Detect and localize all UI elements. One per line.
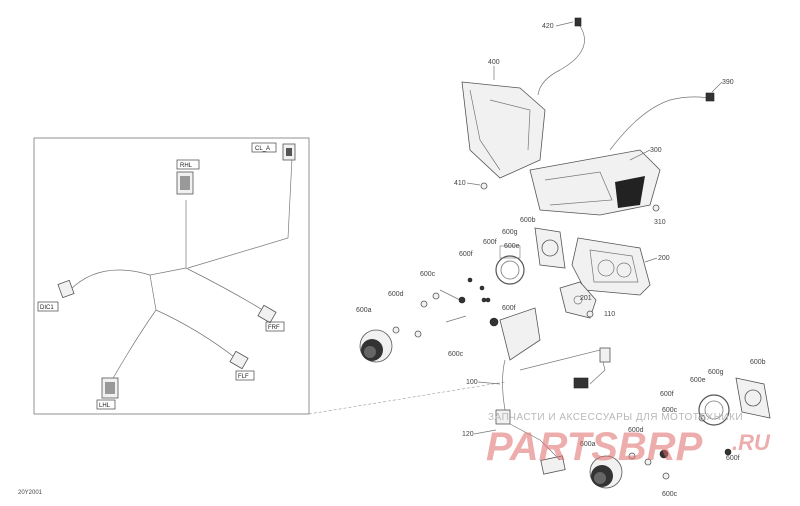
part-labels: 420 400 390 300 410 310 200 600b 600f 60… bbox=[356, 21, 766, 498]
fog-lamp-600a-bottom bbox=[509, 414, 732, 489]
bracket-600b-top bbox=[534, 227, 566, 269]
connector-label-dic1: DIC1 bbox=[40, 305, 54, 311]
connector-label-cl-a: CL_A bbox=[255, 146, 270, 152]
label-120: 120 bbox=[462, 431, 474, 438]
label-600c-b: 600c bbox=[448, 351, 464, 358]
connector-label-rhl: RHL bbox=[180, 163, 193, 169]
harness-100 bbox=[485, 297, 611, 425]
wiring-inset: RHL CL_A DIC1 FRF FLF LHL bbox=[33, 137, 506, 415]
label-600c-a: 600c bbox=[420, 271, 436, 278]
label-600g-a: 600g bbox=[502, 229, 518, 236]
headlight-lens-300 bbox=[529, 92, 715, 216]
label-310: 310 bbox=[654, 219, 666, 226]
label-390: 390 bbox=[722, 79, 734, 86]
label-600c-d: 600c bbox=[662, 491, 678, 498]
fog-lamp-600a-top bbox=[359, 277, 487, 363]
connector-label-flf: FLF bbox=[238, 374, 249, 380]
label-410: 410 bbox=[454, 180, 466, 187]
watermark: ЗАПЧАСТИ И АКСЕССУАРЫ ДЛЯ МОТОТЕХНИКИ PA… bbox=[486, 412, 771, 469]
label-400: 400 bbox=[488, 59, 500, 66]
ring-600f-top bbox=[495, 245, 525, 285]
watermark-logo: PARTSBRP bbox=[486, 425, 703, 469]
connector-label-lhl: LHL bbox=[99, 403, 111, 409]
bracket-110 bbox=[559, 281, 597, 319]
label-600f-d: 600f bbox=[660, 391, 674, 398]
watermark-text: ЗАПЧАСТИ И АКСЕССУАРЫ ДЛЯ МОТОТЕХНИКИ bbox=[488, 412, 743, 423]
label-600f-c: 600f bbox=[502, 305, 516, 312]
watermark-domain: .RU bbox=[732, 430, 771, 455]
connector-lhl: LHL bbox=[96, 377, 119, 410]
connector-rhl: RHL bbox=[176, 159, 200, 195]
light-module-200 bbox=[571, 237, 651, 296]
label-600d-b: 600d bbox=[628, 427, 644, 434]
ring-600f-bottom bbox=[698, 377, 771, 426]
label-201: 201 bbox=[580, 295, 592, 302]
label-600f-a: 600f bbox=[483, 239, 497, 246]
label-110: 110 bbox=[604, 311, 615, 318]
connector-frf: FRF bbox=[257, 304, 285, 332]
label-600f-b: 600f bbox=[459, 251, 473, 258]
label-600e-b: 600e bbox=[690, 377, 706, 384]
label-600f-e: 600f bbox=[726, 455, 740, 462]
connector-cl-a: CL_A bbox=[251, 142, 296, 161]
label-600a-a: 600a bbox=[356, 307, 372, 314]
label-300: 300 bbox=[650, 147, 662, 154]
label-600b-top: 600b bbox=[520, 217, 536, 224]
label-420: 420 bbox=[542, 23, 554, 30]
label-600g-b: 600g bbox=[708, 369, 724, 376]
label-600b-bottom: 600b bbox=[750, 359, 766, 366]
connector-dic1: DIC1 bbox=[37, 279, 75, 312]
connector-flf: FLF bbox=[229, 350, 255, 381]
label-600e-a: 600e bbox=[504, 243, 520, 250]
connector-label-frf: FRF bbox=[268, 325, 280, 331]
label-200: 200 bbox=[658, 255, 670, 262]
label-600c-c: 600c bbox=[662, 407, 678, 414]
label-100: 100 bbox=[466, 379, 478, 386]
diagram-code: 20Y2001 bbox=[18, 490, 43, 496]
label-600a-b: 600a bbox=[580, 441, 596, 448]
headlight-housing-400 bbox=[461, 17, 585, 190]
label-600d-a: 600d bbox=[388, 291, 404, 298]
